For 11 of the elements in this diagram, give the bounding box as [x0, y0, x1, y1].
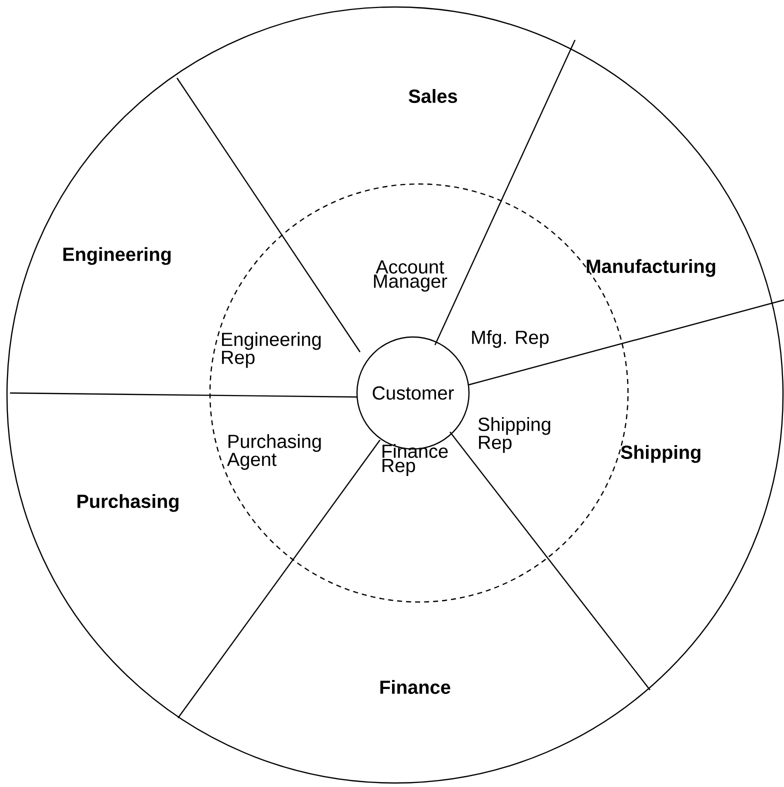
role-label: Purchasing Agent — [227, 434, 321, 470]
department-label: Manufacturing — [586, 259, 716, 277]
role-label: Mfg. Rep — [472, 330, 549, 348]
department-label: Shipping — [620, 445, 700, 463]
department-label: Purchasing — [78, 494, 178, 512]
role-label: Account Manager — [374, 260, 448, 292]
department-label: Finance — [380, 680, 450, 694]
ring-circle — [6, 6, 784, 784]
department-label: Engineering — [63, 247, 171, 265]
department-label: Sales — [408, 89, 458, 103]
role-label: Engineering Rep — [222, 332, 321, 368]
